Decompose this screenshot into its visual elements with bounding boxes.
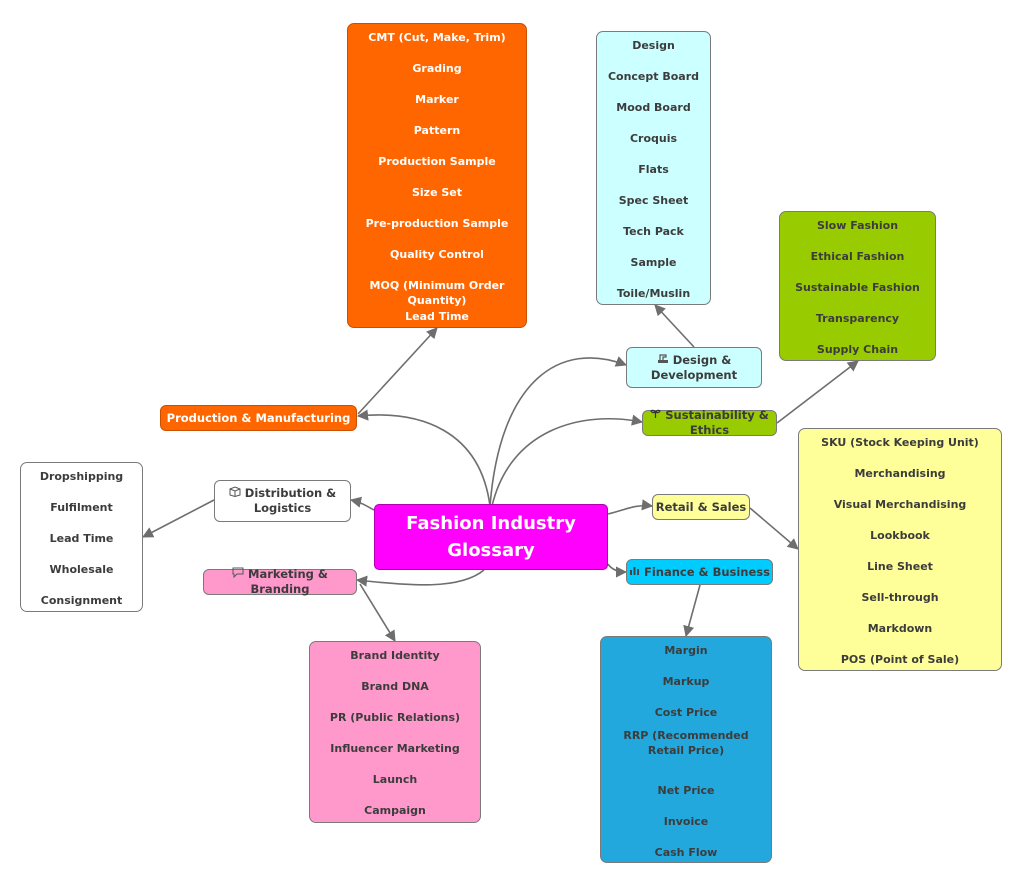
edge-center-sustainability: [491, 414, 644, 507]
edge-center-design: [489, 356, 628, 507]
branch-distribution[interactable]: Distribution & Logistics: [214, 480, 351, 522]
finance-term[interactable]: Margin: [664, 643, 708, 657]
central-topic[interactable]: Fashion Industry Glossary: [374, 504, 608, 570]
marketing-term[interactable]: Brand Identity: [350, 648, 440, 662]
production-term[interactable]: Quality Control: [390, 247, 484, 261]
production-term[interactable]: Pre-production Sample: [365, 216, 509, 230]
distribution-term[interactable]: Fulfilment: [50, 500, 113, 514]
branch-sustainability-label: Sustainability & Ethics: [665, 408, 769, 437]
branch-production-label: Production & Manufacturing: [166, 410, 351, 425]
finance-term[interactable]: Net Price: [657, 783, 715, 797]
edge-marketing-list: [359, 583, 396, 642]
design-term[interactable]: Tech Pack: [623, 224, 684, 238]
branch-sustainability[interactable]: Sustainability & Ethics: [642, 408, 777, 437]
retail-term[interactable]: Merchandising: [854, 466, 946, 480]
finance-term[interactable]: Invoice: [663, 814, 709, 828]
speech-bubble-icon: [232, 567, 244, 582]
box-icon: [229, 486, 241, 501]
branch-marketing[interactable]: Marketing & Branding: [203, 567, 357, 596]
edge-center-production: [356, 409, 491, 507]
distribution-term[interactable]: Lead Time: [49, 531, 114, 545]
edge-finance-list: [683, 584, 701, 638]
production-term[interactable]: Pattern: [413, 123, 461, 137]
marketing-term[interactable]: Brand DNA: [361, 679, 429, 693]
retail-term[interactable]: POS (Point of Sale): [840, 652, 960, 666]
edge-distribution-list: [142, 499, 215, 538]
edge-design-list: [654, 304, 695, 348]
retail-term[interactable]: Markdown: [867, 621, 933, 635]
edge-center-retail: [607, 499, 654, 515]
retail-term[interactable]: Lookbook: [870, 528, 930, 542]
sustainability-term[interactable]: Supply Chain: [816, 342, 899, 356]
production-term[interactable]: Grading: [412, 61, 462, 75]
retail-term[interactable]: Sell-through: [861, 590, 939, 604]
sustainability-term[interactable]: Transparency: [815, 311, 900, 325]
retail-term[interactable]: Line Sheet: [867, 559, 933, 573]
design-term[interactable]: Mood Board: [616, 100, 691, 114]
finance-term[interactable]: Markup: [662, 674, 710, 688]
marketing-term[interactable]: PR (Public Relations): [329, 710, 461, 724]
production-term[interactable]: Marker: [415, 92, 459, 106]
design-term[interactable]: Flats: [638, 162, 669, 176]
edge-production-list: [357, 327, 438, 415]
edge-center-marketing: [355, 569, 485, 587]
branch-retail[interactable]: Retail & Sales: [652, 494, 750, 520]
production-term[interactable]: CMT (Cut, Make, Trim): [368, 30, 506, 44]
design-term[interactable]: Concept Board: [607, 69, 700, 83]
finance-term[interactable]: Cash Flow: [654, 845, 718, 859]
central-topic-title: Fashion Industry Glossary: [406, 513, 576, 561]
design-term[interactable]: Croquis: [629, 131, 678, 145]
edge-retail-list: [749, 507, 799, 550]
sewing-icon: [657, 353, 669, 368]
branch-finance-label: Finance & Business: [643, 564, 770, 579]
branch-finance[interactable]: Finance & Business: [626, 559, 773, 585]
design-term[interactable]: Design: [632, 38, 675, 52]
edge-center-finance: [607, 563, 628, 578]
finance-term[interactable]: RRP (Recommended Retail Price): [623, 729, 749, 757]
design-term[interactable]: Sample: [630, 255, 677, 269]
edge-sustainability-list: [776, 360, 859, 424]
marketing-term[interactable]: Influencer Marketing: [330, 741, 460, 755]
sustainability-term[interactable]: Sustainable Fashion: [795, 280, 920, 294]
sustainability-term[interactable]: Slow Fashion: [816, 218, 899, 232]
branch-design[interactable]: Design & Development: [626, 347, 762, 388]
production-term[interactable]: Lead Time: [405, 309, 469, 323]
design-term[interactable]: Toile/Muslin: [616, 286, 691, 300]
branch-design-label: Design & Development: [650, 352, 738, 382]
marketing-term[interactable]: Campaign: [364, 803, 426, 817]
marketing-term[interactable]: Launch: [372, 772, 418, 786]
design-term[interactable]: Spec Sheet: [618, 193, 689, 207]
distribution-term[interactable]: Consignment: [40, 593, 123, 607]
edge-center-distribution: [349, 496, 375, 511]
distribution-term[interactable]: Wholesale: [49, 562, 114, 576]
production-term[interactable]: Production Sample: [378, 154, 496, 168]
finance-term[interactable]: Cost Price: [654, 705, 718, 719]
branch-distribution-label: Distribution & Logistics: [244, 486, 337, 515]
production-term[interactable]: MOQ (Minimum Order Quantity): [369, 278, 505, 307]
sprout-icon: [650, 408, 661, 423]
distribution-term[interactable]: Dropshipping: [39, 469, 124, 483]
branch-production[interactable]: Production & Manufacturing: [160, 405, 357, 431]
sustainability-term[interactable]: Ethical Fashion: [810, 249, 905, 263]
retail-term[interactable]: SKU (Stock Keeping Unit): [821, 435, 979, 449]
branch-marketing-label: Marketing & Branding: [248, 567, 328, 596]
bar-chart-icon: [629, 565, 640, 580]
retail-term[interactable]: Visual Merchandising: [833, 497, 967, 511]
branch-retail-label: Retail & Sales: [655, 499, 747, 514]
production-term[interactable]: Size Set: [411, 185, 463, 199]
